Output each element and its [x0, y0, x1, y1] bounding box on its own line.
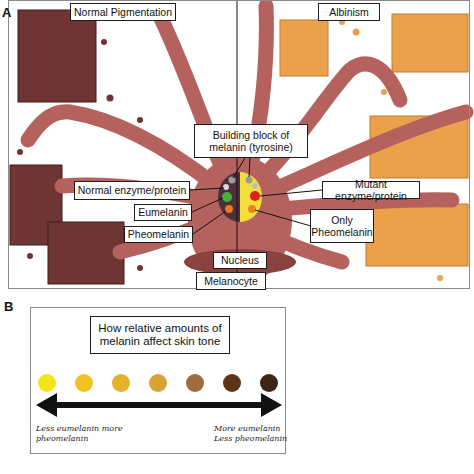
box-label: Eumelanin — [138, 206, 188, 218]
melanin-granule — [381, 89, 387, 95]
label-box: Melanocyte — [196, 272, 266, 290]
tone-swatch — [38, 374, 56, 392]
melanin-granule — [107, 95, 114, 102]
pheomelanin-dot — [225, 205, 233, 213]
tyrosine-dot — [252, 183, 258, 189]
dendrite — [28, 112, 215, 185]
tone-swatch — [223, 374, 241, 392]
label-box: Normal enzyme/protein — [74, 181, 190, 200]
label-box: Nucleus — [213, 252, 267, 269]
panel-letter: B — [4, 299, 13, 314]
leader-line — [255, 210, 311, 226]
label-box: Normal Pigmentation — [70, 3, 176, 21]
box-label: How relative amounts of melanin affect s… — [93, 322, 227, 348]
unpigmented-cell — [280, 20, 328, 76]
leader-line — [192, 198, 223, 212]
tone-swatch — [112, 374, 130, 392]
label-box: Building block of melanin (tyrosine) — [194, 124, 308, 158]
box-label: Pheomelanin — [128, 228, 189, 240]
leader-lines — [190, 158, 322, 234]
arrow-head — [261, 393, 282, 417]
box-label: Building block of melanin (tyrosine) — [197, 129, 305, 153]
unpigmented-cell — [392, 14, 468, 72]
tone-swatch — [75, 374, 93, 392]
pigmented-cell — [18, 10, 96, 102]
tyrosine-dot — [223, 184, 229, 190]
box-label: Normal enzyme/protein — [78, 184, 187, 196]
leader-line — [249, 158, 250, 177]
box-label: Mutant enzyme/protein — [325, 178, 417, 202]
label-box: Eumelanin — [134, 204, 192, 221]
leader-line — [260, 190, 322, 196]
tyrosine-dot — [246, 177, 253, 184]
mutant-enzyme-dot — [250, 191, 260, 201]
arrow-head — [36, 393, 57, 417]
label-box: Mutant enzyme/protein — [322, 181, 420, 199]
melanin-granule — [27, 253, 33, 259]
melanin-granule — [137, 265, 143, 271]
melanin-granule — [437, 275, 443, 281]
label-box: Pheomelanin — [124, 226, 193, 243]
mutant-synthesis-area — [240, 172, 262, 222]
tone-swatch — [260, 374, 278, 392]
box-label: Nucleus — [221, 254, 259, 266]
box-label: Normal Pigmentation — [74, 6, 172, 18]
panel-frame: ANormal PigmentationAlbinismBuilding blo… — [8, 0, 470, 289]
unpigmented-cell — [366, 204, 468, 266]
leader-line — [193, 211, 226, 234]
melanin-granule — [101, 39, 107, 45]
melanin-granule — [17, 149, 23, 155]
leader-line — [190, 188, 224, 190]
label-box: Albinism — [318, 3, 380, 21]
tone-swatch — [186, 374, 204, 392]
leader-line — [233, 158, 245, 178]
tyrosine-dot — [229, 177, 236, 184]
pheomelanin-dot — [248, 205, 256, 213]
eumelanin-dot — [222, 192, 232, 202]
box-label: Only Pheomelanin — [311, 214, 372, 238]
box-label: Melanocyte — [204, 275, 258, 287]
melanin-granule — [137, 117, 143, 123]
box-label: Albinism — [329, 6, 369, 18]
scale-arrow-shaft — [52, 402, 266, 408]
melanin-granule — [353, 29, 360, 36]
label-box: How relative amounts of melanin affect s… — [90, 316, 230, 354]
handwritten-note: Less eumelanin more pheomelanin — [36, 424, 124, 443]
panel-letter: A — [2, 5, 11, 20]
label-box: Only Pheomelanin — [310, 209, 374, 243]
handwritten-note: More eumelanin Less pheomelanin — [214, 424, 290, 443]
tone-swatch — [149, 374, 167, 392]
